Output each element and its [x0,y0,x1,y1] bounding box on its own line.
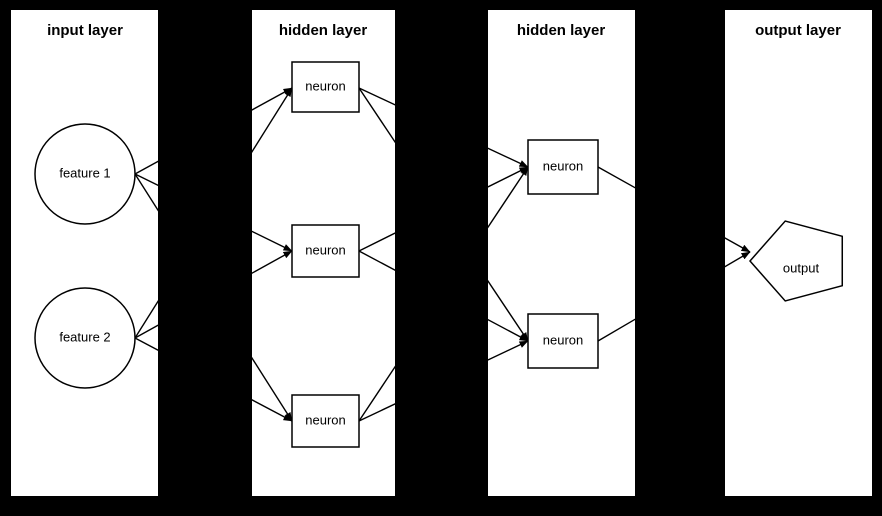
gap-top [0,0,882,10]
node-output-node[interactable] [748,220,844,302]
layer-titles: input layer hidden layer hidden layer outpu… [47,22,841,39]
node-label-hidden2-neuron-1: neuron [543,158,583,173]
gap-left [0,0,11,516]
node-label-feature-2: feature 2 [59,329,110,344]
node-hidden2-neuron-1[interactable] [527,139,599,195]
node-label-hidden1-neuron-1: neuron [305,78,345,93]
node-hidden2-neuron-2[interactable] [527,313,599,369]
node-hidden1-neuron-2[interactable] [291,224,360,278]
gap-3 [635,0,725,516]
node-label-output-node: output [783,260,820,275]
node-label-feature-1: feature 1 [59,165,110,180]
gap-2 [395,0,488,516]
gap-1 [158,0,252,516]
node-label-hidden2-neuron-2: neuron [543,332,583,347]
panel-input [11,10,158,496]
layer-title-hidden-2: hidden layer [517,22,606,39]
layer-title-input: input layer [47,22,123,39]
gap-right [872,0,882,516]
node-feature-1[interactable] [34,123,136,225]
gap-bottom [0,496,882,516]
network-nodes: feature 1 feature 2 neuron neuron neuron neur… [34,61,844,448]
node-hidden1-neuron-3[interactable] [291,394,360,448]
panel-hidden-2 [488,10,635,496]
layer-title-hidden-1: hidden layer [279,22,368,39]
node-hidden1-neuron-1[interactable] [291,61,360,113]
node-feature-2[interactable] [34,287,136,389]
node-label-hidden1-neuron-3: neuron [305,412,345,427]
node-label-hidden1-neuron-2: neuron [305,242,345,257]
layer-title-output: output layer [755,22,841,39]
